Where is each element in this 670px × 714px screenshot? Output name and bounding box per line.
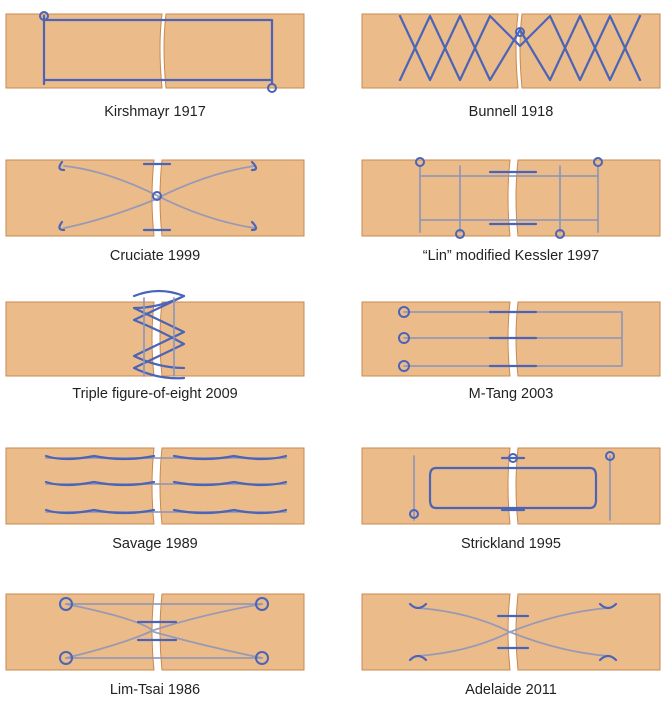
panel-lim-tsai: Lim-Tsai 1986 xyxy=(4,584,306,714)
strickland-illustration xyxy=(361,447,661,525)
caption-lin-kessler: “Lin” modified Kessler 1997 xyxy=(422,248,600,264)
tendon-right-stump xyxy=(163,13,305,89)
tendon-right-stump xyxy=(159,159,305,237)
tendon-right-stump xyxy=(515,593,661,671)
tendon-left-stump xyxy=(361,447,511,525)
panel-lin-kessler: “Lin” modified Kessler 1997 xyxy=(360,150,662,280)
caption-m-tang: M-Tang 2003 xyxy=(468,386,554,402)
panel-kirshmayr: Kirshmayr 1917 xyxy=(4,6,306,136)
caption-bunnell: Bunnell 1918 xyxy=(468,104,554,120)
caption-savage: Savage 1989 xyxy=(112,536,198,552)
tendon-left-stump xyxy=(361,593,511,671)
cruciate-illustration xyxy=(5,159,305,237)
panel-m-tang: M-Tang 2003 xyxy=(360,288,662,418)
kirshmayr-illustration xyxy=(5,11,305,93)
tendon-left-stump xyxy=(5,301,155,377)
lim-tsai-illustration xyxy=(5,593,305,671)
caption-kirshmayr: Kirshmayr 1917 xyxy=(104,104,206,120)
panel-strickland: Strickland 1995 xyxy=(360,438,662,568)
caption-triple-fig8: Triple figure-of-eight 2009 xyxy=(72,386,238,402)
caption-lim-tsai: Lim-Tsai 1986 xyxy=(109,682,201,698)
panel-savage: Savage 1989 xyxy=(4,438,306,568)
tendon-left-stump xyxy=(5,447,155,525)
tendon-right-stump xyxy=(515,301,661,377)
tendon-left-stump xyxy=(361,301,511,377)
panel-bunnell: Bunnell 1918 xyxy=(360,6,662,136)
bunnell-illustration xyxy=(361,13,661,89)
triple-fig8-illustration xyxy=(5,289,305,380)
tendon-left-stump xyxy=(361,13,519,89)
panel-adelaide: Adelaide 2011 xyxy=(360,584,662,714)
tendon-right-stump xyxy=(159,301,305,377)
panel-triple-fig8: Triple figure-of-eight 2009 xyxy=(4,288,306,418)
tendon-left-stump xyxy=(5,13,163,89)
tendon-right-stump xyxy=(159,593,305,671)
lin-kessler-illustration xyxy=(361,157,661,239)
m-tang-illustration xyxy=(361,301,661,377)
caption-adelaide: Adelaide 2011 xyxy=(465,682,557,698)
tendon-right-stump xyxy=(515,159,661,237)
tendon-left-stump xyxy=(5,593,155,671)
tendon-left-stump xyxy=(361,159,511,237)
panel-cruciate: Cruciate 1999 xyxy=(4,150,306,280)
adelaide-illustration xyxy=(361,593,661,671)
caption-cruciate: Cruciate 1999 xyxy=(109,248,201,264)
tendon-right-stump xyxy=(515,447,661,525)
savage-illustration xyxy=(5,447,305,525)
caption-strickland: Strickland 1995 xyxy=(461,536,561,552)
tendon-right-stump xyxy=(159,447,305,525)
